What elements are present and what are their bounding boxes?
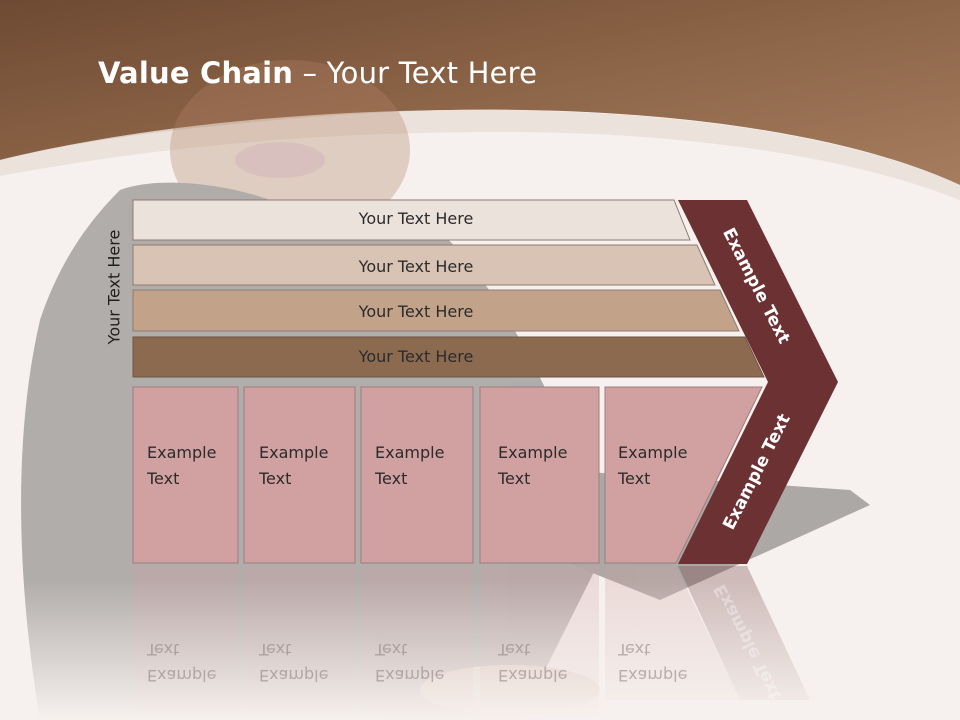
box-4-label: Example Text — [498, 443, 568, 488]
bar-1-label: Your Text Here — [358, 209, 474, 228]
box-4 — [479, 386, 600, 564]
box-3-reflection: Example Text — [375, 640, 445, 685]
bar-4-label: Your Text Here — [358, 347, 474, 366]
bars-layer — [132, 199, 765, 378]
title-bold: Value Chain — [98, 56, 294, 90]
bar-1 — [132, 199, 691, 241]
bar-3-label: Your Text Here — [358, 302, 474, 321]
slide-title: Value Chain – Your Text Here — [98, 56, 537, 90]
value-chain-arrow — [678, 200, 838, 564]
box-4-reflection: Example Text — [498, 640, 568, 685]
boxes-layer — [132, 386, 763, 564]
box-1-reflection: Example Text — [147, 640, 217, 685]
box-3 — [360, 386, 474, 564]
title-rest: – Your Text Here — [293, 56, 538, 90]
bar-2 — [132, 244, 716, 286]
bar-4 — [132, 336, 765, 378]
vertical-axis-label: Your Text Here — [104, 229, 124, 345]
box-5-reflection: Example Text — [618, 640, 688, 685]
box-2 — [243, 386, 356, 564]
box-3-label: Example Text — [375, 443, 445, 488]
box-5 — [604, 386, 763, 564]
box-2-label: Example Text — [259, 443, 329, 488]
bar-3 — [132, 289, 740, 332]
box-1-label: Example Text — [147, 443, 217, 488]
bar-2-label: Your Text Here — [358, 257, 474, 276]
box-2-reflection: Example Text — [259, 640, 329, 685]
box-1 — [132, 386, 239, 564]
box-5-label: Example Text — [618, 443, 688, 488]
